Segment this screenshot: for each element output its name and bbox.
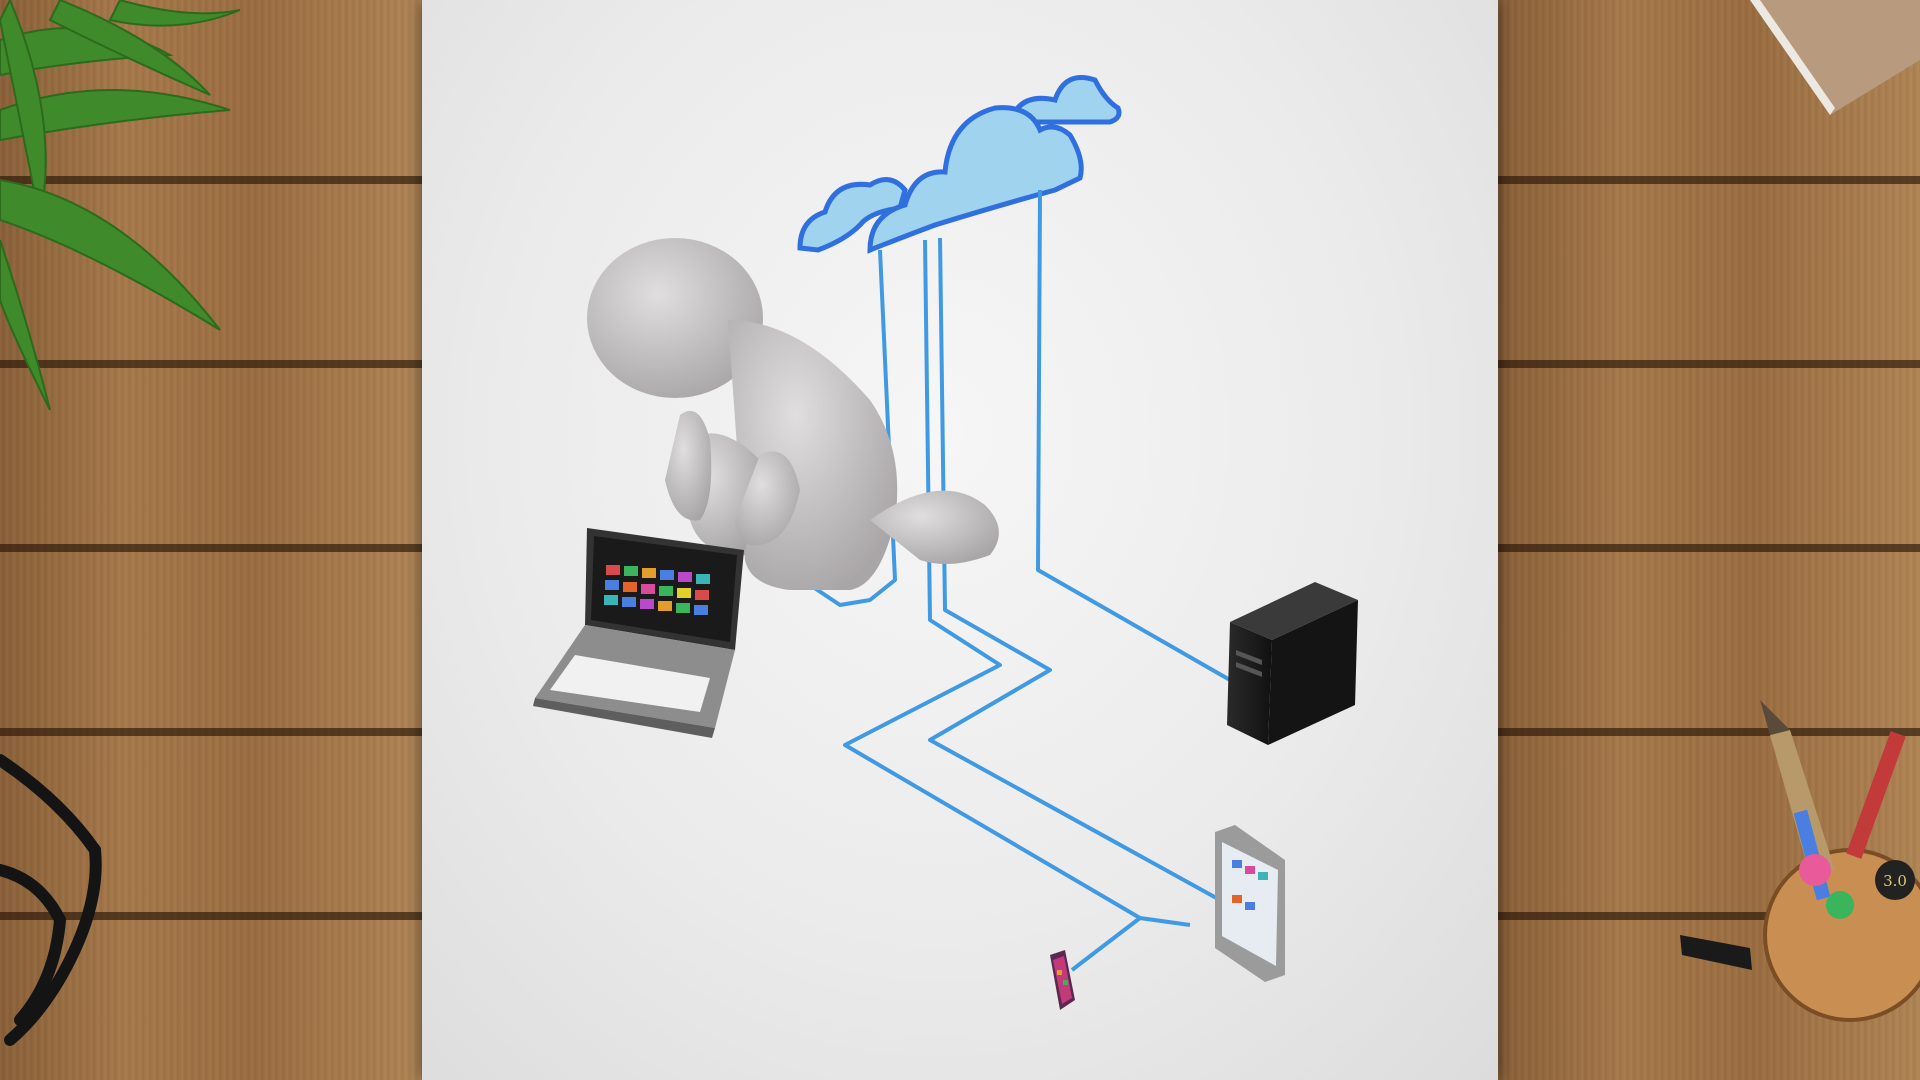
sharpener-label: 3.0 bbox=[1883, 872, 1907, 890]
3d-figure bbox=[587, 238, 999, 590]
pencil-cup: 3.0 bbox=[1680, 700, 1920, 1022]
sharpener bbox=[1875, 860, 1915, 900]
smartphone bbox=[1050, 950, 1075, 1010]
laptop bbox=[533, 528, 744, 738]
notebook-corner bbox=[1750, 0, 1920, 115]
wood-desk-left bbox=[0, 0, 422, 1080]
desktop-tower bbox=[1227, 582, 1358, 745]
eyeglasses bbox=[0, 754, 102, 1046]
cloud bbox=[797, 75, 1122, 254]
laptop-screen-tiles bbox=[604, 565, 710, 615]
tablet bbox=[1215, 825, 1285, 982]
potted-plant bbox=[0, 0, 241, 411]
